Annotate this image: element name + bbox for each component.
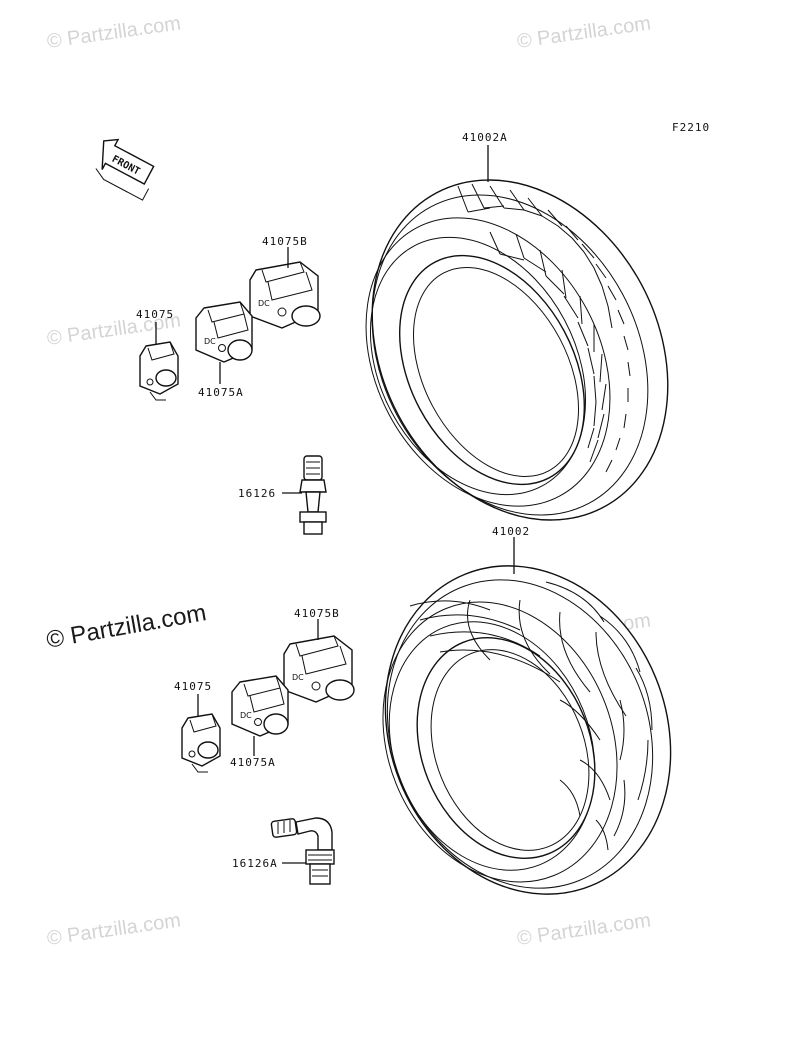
watermark-prominent: © Partzilla.com xyxy=(44,599,208,654)
valve-straight: 16126 xyxy=(238,455,327,535)
label-balance-weight-a-bottom: 41075A xyxy=(230,756,276,769)
svg-text:DC: DC xyxy=(258,299,270,308)
svg-text:DC: DC xyxy=(240,711,252,720)
label-valve-angled: 16126A xyxy=(232,857,278,870)
rear-tire-tread xyxy=(457,183,631,473)
valve-angled: 16126A xyxy=(232,817,335,885)
label-front-tire: 41002 xyxy=(492,525,530,538)
watermark-bottom-right: © Partzilla.com xyxy=(516,909,653,950)
svg-text:DC: DC xyxy=(292,673,304,682)
watermark-top-right: © Partzilla.com xyxy=(516,12,653,53)
balance-weight-b-bottom: DC 41075B xyxy=(283,607,355,703)
balance-weight-b-top: DC 41075B xyxy=(249,235,321,329)
watermark-top-left: © Partzilla.com xyxy=(46,12,183,53)
label-balance-weight-bottom: 41075 xyxy=(174,680,212,693)
label-valve-straight: 16126 xyxy=(238,487,276,500)
front-tire: 41002 xyxy=(382,525,672,895)
front-arrow-icon: FRONT xyxy=(95,138,155,201)
figure-code: F2210 xyxy=(672,121,710,134)
label-balance-weight-top: 41075 xyxy=(136,308,174,321)
svg-text:DC: DC xyxy=(204,337,216,346)
label-balance-weight-b-top: 41075B xyxy=(262,235,308,248)
balance-weight-bottom: 41075 xyxy=(174,680,221,773)
front-tire-tread xyxy=(409,581,653,851)
balance-weight-top: 41075 xyxy=(136,308,179,401)
rear-tire: 41002A xyxy=(365,131,669,521)
balance-weight-a-bottom: DC 41075A xyxy=(230,675,289,769)
label-balance-weight-b-bottom: 41075B xyxy=(294,607,340,620)
watermark-bottom-left: © Partzilla.com xyxy=(46,909,183,950)
balance-weight-a-top: DC 41075A xyxy=(195,301,253,399)
label-rear-tire: 41002A xyxy=(462,131,508,144)
label-balance-weight-a-top: 41075A xyxy=(198,386,244,399)
